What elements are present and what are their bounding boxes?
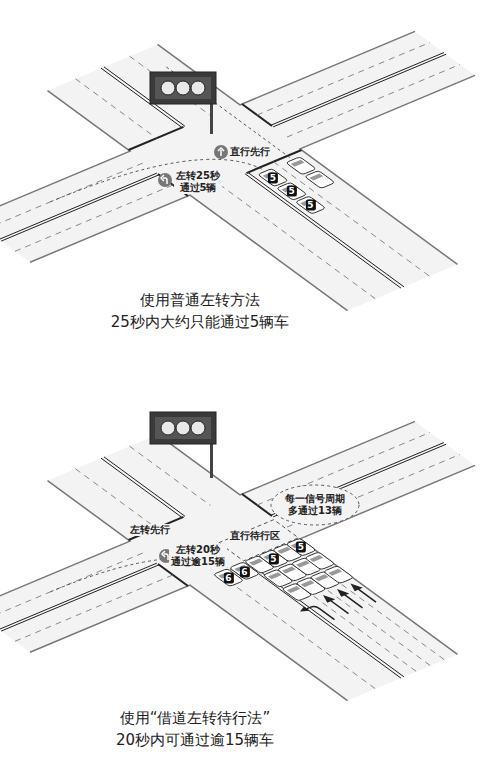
signal-lamp	[161, 81, 175, 95]
car	[286, 157, 317, 175]
intersection-top	[0, 0, 500, 378]
road-label: 左转先行	[128, 524, 172, 536]
signal-lamp	[191, 421, 205, 435]
car-number: 5	[268, 172, 278, 183]
road-label: 每一信号周期 多通过13辆	[283, 493, 347, 517]
lane-line	[0, 361, 500, 768]
traffic-signal	[150, 72, 216, 134]
caption-text: 使用普通左转方法 25秒内大约只能通过5辆车	[108, 290, 293, 334]
road-surface	[0, 361, 500, 768]
caption-text: 使用“借道左转待行法” 20秒内可通过逾15辆车	[113, 708, 277, 752]
icon-disc	[158, 173, 172, 187]
car	[323, 566, 354, 584]
car	[305, 171, 336, 189]
car	[229, 562, 260, 580]
intersection-bottom	[0, 361, 500, 768]
signal-lamp	[161, 421, 175, 435]
road-label: 直行待行区	[228, 530, 282, 542]
road-label: 左转25秒 通过5辆	[174, 170, 222, 194]
car-number: 5	[305, 200, 315, 211]
icon-arrow	[162, 551, 168, 560]
icon-arrow	[218, 148, 224, 156]
signal-board	[150, 412, 216, 444]
straight-icon	[214, 145, 228, 159]
car-number: 5	[296, 542, 306, 553]
traffic-signal	[150, 412, 216, 478]
left-turn-path	[50, 159, 262, 202]
icon-arrow	[161, 175, 167, 184]
car-number: 6	[223, 572, 233, 583]
car	[305, 552, 336, 570]
signal-inner	[155, 417, 211, 439]
car-number: 5	[268, 553, 278, 564]
car-number: 5	[287, 186, 297, 197]
car	[295, 196, 326, 214]
car-number: 6	[239, 566, 249, 577]
signal-pole	[210, 104, 213, 134]
car	[258, 169, 289, 187]
road-surface	[0, 0, 500, 378]
signal-pole	[210, 444, 213, 478]
lane-line	[0, 0, 500, 378]
car	[286, 538, 317, 556]
signal-lamp	[176, 421, 190, 435]
road-label: 直行先行	[228, 146, 272, 158]
signal-lamp	[191, 81, 205, 95]
signal-board	[150, 72, 216, 104]
signal-lamp	[176, 81, 190, 95]
car	[277, 182, 308, 200]
left-turn-icon	[158, 173, 172, 187]
icon-disc	[214, 145, 228, 159]
note-bubble	[271, 485, 359, 525]
road-label: 左转20秒 通过逾15辆	[169, 544, 227, 568]
signal-inner	[155, 77, 211, 99]
